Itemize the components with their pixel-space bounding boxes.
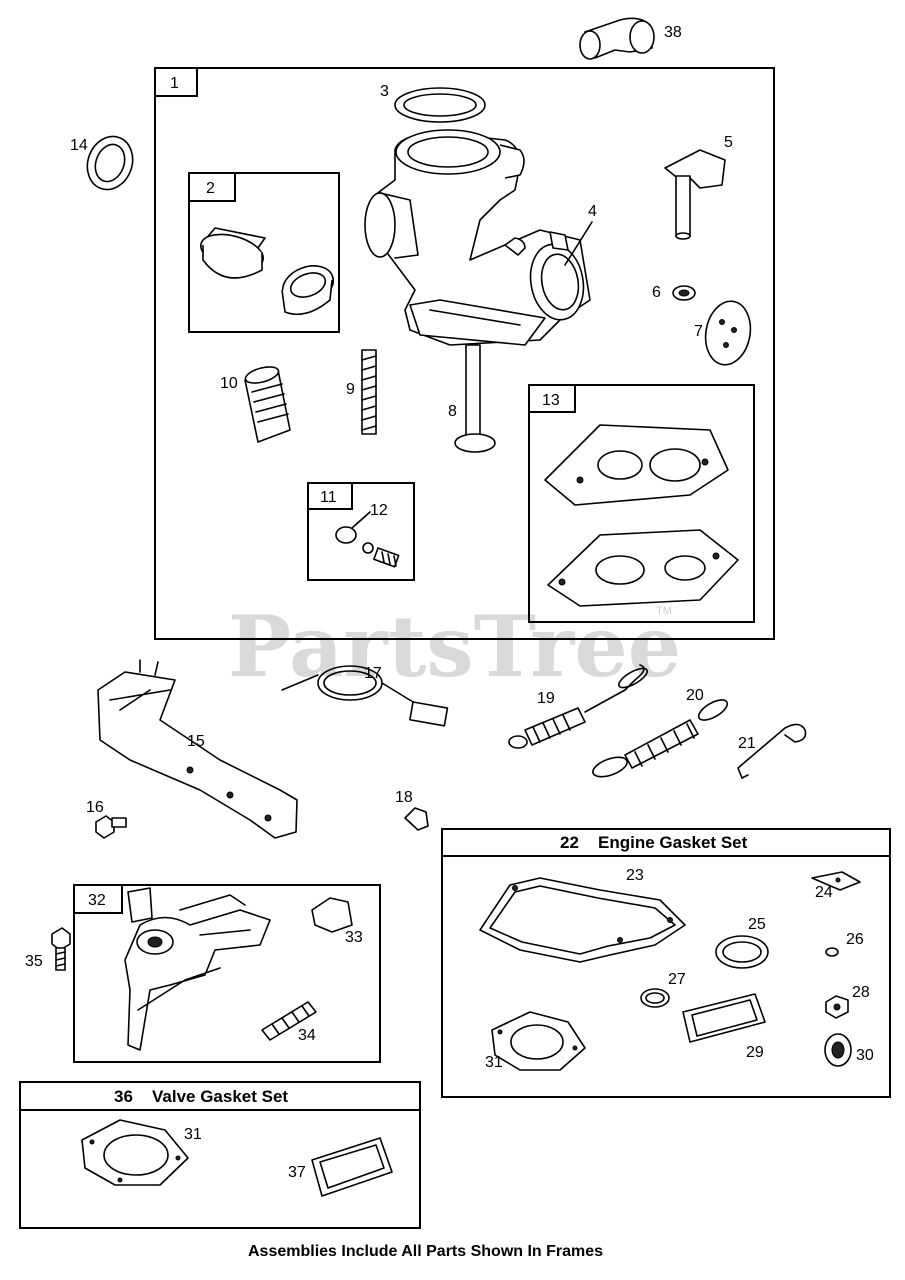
label-38: 38: [664, 24, 682, 41]
part-20-spring: [592, 699, 729, 778]
part-5-shaft: [664, 149, 726, 240]
part-24-gasket: [811, 871, 861, 891]
label-30: 30: [856, 1047, 874, 1064]
label-16: 16: [86, 799, 104, 816]
label-6: 6: [652, 284, 661, 301]
part-2-sleeves: [200, 227, 334, 316]
part-32-governor-assembly: [124, 887, 271, 1051]
label-9: 9: [346, 381, 355, 398]
frame-2-number: 2: [206, 180, 215, 197]
label-7: 7: [694, 323, 703, 340]
part-19-spring: [508, 664, 648, 749]
label-33: 33: [345, 929, 363, 946]
frame-1-number: 1: [170, 75, 179, 92]
frame-2-tag: [188, 172, 236, 202]
label-25: 25: [748, 916, 766, 933]
leader-12: [351, 511, 371, 529]
label-14: 14: [70, 137, 88, 154]
part-26-washer: [825, 947, 839, 957]
part-30-seal: [824, 1033, 852, 1067]
part-carburetor-body: [364, 129, 591, 346]
label-5: 5: [724, 134, 733, 151]
part-29-gasket: [682, 993, 766, 1043]
label-17: 17: [364, 665, 382, 682]
label-21: 21: [738, 735, 756, 752]
label-31a: 31: [485, 1054, 503, 1071]
label-8: 8: [448, 403, 457, 420]
part-10-screen: [244, 366, 291, 443]
label-29: 29: [746, 1044, 764, 1061]
part-6-seal: [672, 285, 696, 301]
part-23-crankcase-gasket: [479, 877, 686, 963]
frame-36: [19, 1081, 421, 1229]
part-33-clip: [311, 897, 353, 933]
label-24: 24: [815, 884, 833, 901]
frame-1-tag: [154, 67, 198, 97]
label-26: 26: [846, 931, 864, 948]
label-31b: 31: [184, 1126, 202, 1143]
part-17-wire: [281, 665, 449, 727]
part-31-head-gasket-a: [491, 1011, 586, 1071]
part-3-ring: [394, 87, 486, 123]
frame-32-tag: [73, 884, 123, 914]
footer-note: Assemblies Include All Parts Shown In Fr…: [248, 1243, 603, 1260]
leader-4: [564, 221, 593, 266]
watermark-tm: TM: [656, 605, 672, 617]
label-19: 19: [537, 690, 555, 707]
label-10: 10: [220, 375, 238, 392]
frame-13: [528, 384, 755, 623]
label-18: 18: [395, 789, 413, 806]
frame-11-tag: [307, 482, 353, 510]
frame-22: [441, 828, 891, 1098]
part-18-clip: [404, 807, 429, 831]
part-15-bracket: [97, 659, 298, 839]
frame-22-number: 22: [560, 833, 579, 852]
frame-11-number: 11: [320, 489, 337, 506]
label-12: 12: [370, 502, 388, 519]
label-4: 4: [588, 203, 597, 220]
frame-1: [154, 67, 775, 640]
part-7-plate: [704, 300, 752, 366]
frame-32-number: 32: [88, 892, 106, 909]
part-28-nut: [825, 995, 849, 1019]
part-34-spring: [261, 1001, 317, 1041]
part-21-link: [737, 723, 807, 779]
label-28: 28: [852, 984, 870, 1001]
label-15: 15: [187, 733, 205, 750]
part-37-gasket: [311, 1137, 393, 1197]
part-8-needle: [454, 344, 496, 453]
frame-11: [307, 482, 415, 581]
part-25-ring: [715, 935, 769, 969]
part-14-ring: [86, 135, 134, 191]
part-35-bolt: [51, 927, 71, 971]
part-9-spring: [361, 349, 377, 435]
part-31-head-gasket-b: [81, 1119, 189, 1186]
frame-36-number: 36: [114, 1087, 133, 1106]
frame-32: [73, 884, 381, 1063]
frame-13-tag: [528, 384, 576, 413]
watermark: PartsTree: [228, 597, 681, 696]
frame-36-title: Valve Gasket Set: [152, 1087, 288, 1106]
label-34: 34: [298, 1027, 316, 1044]
part-16-bolt: [95, 815, 127, 839]
part-12-needle-valve: [335, 526, 400, 568]
frame-2: [188, 172, 340, 333]
label-37: 37: [288, 1164, 306, 1181]
part-27-oring: [640, 988, 670, 1008]
part-13-diaphragm-gaskets: [544, 424, 739, 607]
label-35: 35: [25, 953, 43, 970]
label-3: 3: [380, 83, 389, 100]
label-20: 20: [686, 687, 704, 704]
label-27: 27: [668, 971, 686, 988]
label-23: 23: [626, 867, 644, 884]
frame-13-number: 13: [542, 392, 560, 409]
part-38-elbow: [579, 17, 655, 60]
frame-22-title: Engine Gasket Set: [598, 833, 748, 852]
